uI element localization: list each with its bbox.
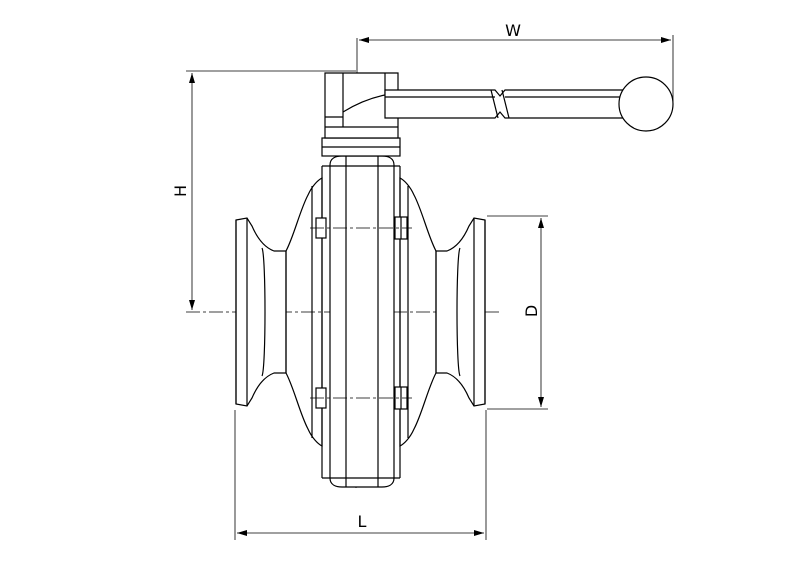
valve-neck: [321, 137, 401, 157]
lower-bolt: [310, 386, 412, 410]
handle-knob-icon: [618, 76, 674, 132]
dimension-w-label: W: [505, 21, 521, 40]
dimension-l: L: [234, 410, 487, 540]
dimension-d-label: D: [522, 305, 541, 317]
dimension-l-label: L: [358, 512, 367, 531]
right-ferrule: [435, 217, 486, 407]
dimension-d: D: [487, 215, 548, 410]
handle: [324, 72, 674, 139]
upper-bolt: [310, 216, 412, 240]
dimension-h: H: [171, 70, 356, 310]
valve-housing: [321, 155, 401, 488]
dimension-w: W: [356, 21, 674, 103]
left-ferrule: [235, 217, 287, 407]
dimension-h-label: H: [171, 185, 190, 197]
